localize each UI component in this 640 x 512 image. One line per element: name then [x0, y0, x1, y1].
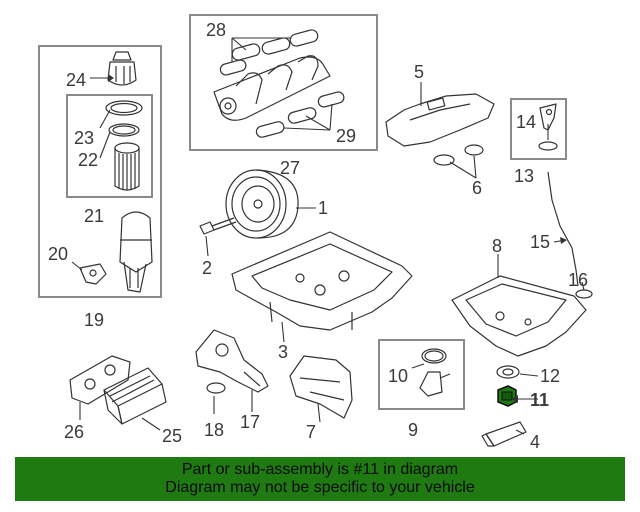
ring-18-drawing [206, 382, 226, 394]
callout-15: 15 [530, 232, 550, 252]
bolt-drawing [199, 217, 237, 235]
callout-25: 25 [162, 426, 182, 446]
oil-filter-cap-drawing [107, 51, 137, 86]
callout-28: 28 [206, 20, 226, 40]
callout-1: 1 [318, 198, 328, 218]
group-box-27 [189, 14, 378, 151]
callout-23: 23 [74, 128, 94, 148]
callout-21: 21 [84, 206, 104, 226]
callout-26: 26 [64, 422, 84, 442]
banner-line-1: Part or sub-assembly is #11 in diagram [181, 461, 459, 478]
seal-drawing [575, 289, 593, 299]
callout-6: 6 [472, 178, 482, 198]
callout-8: 8 [492, 236, 502, 256]
info-banner: Part or sub-assembly is #11 in diagram D… [15, 457, 625, 501]
callout-5: 5 [414, 62, 424, 82]
sealant-tube-drawing [481, 421, 527, 447]
callout-numbers: 24 23 22 21 20 19 28 29 27 5 6 14 13 15 … [48, 20, 588, 452]
callout-22: 22 [78, 150, 98, 170]
callout-24: 24 [66, 70, 86, 90]
callout-16: 16 [568, 270, 588, 290]
callout-17: 17 [240, 412, 260, 432]
arrowheads [108, 74, 567, 403]
callout-18: 18 [204, 420, 224, 440]
callout-11: 11 [530, 390, 549, 410]
group-box-13 [510, 98, 567, 160]
dipstick-tube-drawing [547, 171, 579, 287]
callout-4: 4 [530, 432, 540, 452]
parts-diagram: 24 23 22 21 20 19 28 29 27 5 6 14 13 15 … [38, 14, 593, 452]
baffle-drawing [289, 355, 353, 419]
filter-element-drawing [114, 142, 140, 191]
group-box-9 [378, 339, 465, 410]
washer-drawing [496, 365, 520, 379]
callout-10: 10 [388, 366, 408, 386]
banner-line-2: Diagram may not be specific to your vehi… [165, 479, 475, 496]
crank-pulley-drawing [225, 169, 299, 239]
leader-lines [71, 37, 585, 435]
oil-cooler-drawing [103, 367, 167, 425]
callout-27: 27 [280, 158, 300, 178]
callout-9: 9 [408, 420, 418, 440]
oil-pump-drawing [195, 329, 269, 393]
group-box-19 [38, 45, 162, 298]
dipstick-handle-drawing [538, 103, 558, 151]
intake-manifold-drawing [213, 55, 331, 121]
washer-inner-drawing [502, 368, 514, 376]
callout-19: 19 [84, 310, 104, 330]
gaskets-drawing [433, 144, 484, 166]
cooler-gasket-drawing [69, 355, 131, 405]
lower-oil-pan-drawing [451, 275, 587, 357]
callout-2: 2 [202, 258, 212, 278]
o-ring-drawing [108, 123, 140, 137]
group-box-21 [66, 94, 153, 198]
filter-housing-drawing [119, 211, 153, 293]
callout-20: 20 [48, 244, 68, 264]
callout-7: 7 [306, 422, 316, 442]
seal-ring-drawing [105, 100, 143, 116]
oil-level-sensor-drawing [419, 348, 451, 397]
bracket-drawing [79, 263, 107, 285]
upper-oil-pan-drawing [231, 231, 413, 331]
engine-cover-drawing [385, 93, 495, 147]
callout-29: 29 [336, 126, 356, 146]
drain-plug-drawing [497, 385, 517, 407]
callout-12: 12 [540, 366, 560, 386]
callout-14: 14 [516, 112, 536, 132]
manifold-gaskets-drawing [219, 29, 345, 138]
callout-13: 13 [514, 166, 534, 186]
callout-3: 3 [278, 342, 288, 362]
